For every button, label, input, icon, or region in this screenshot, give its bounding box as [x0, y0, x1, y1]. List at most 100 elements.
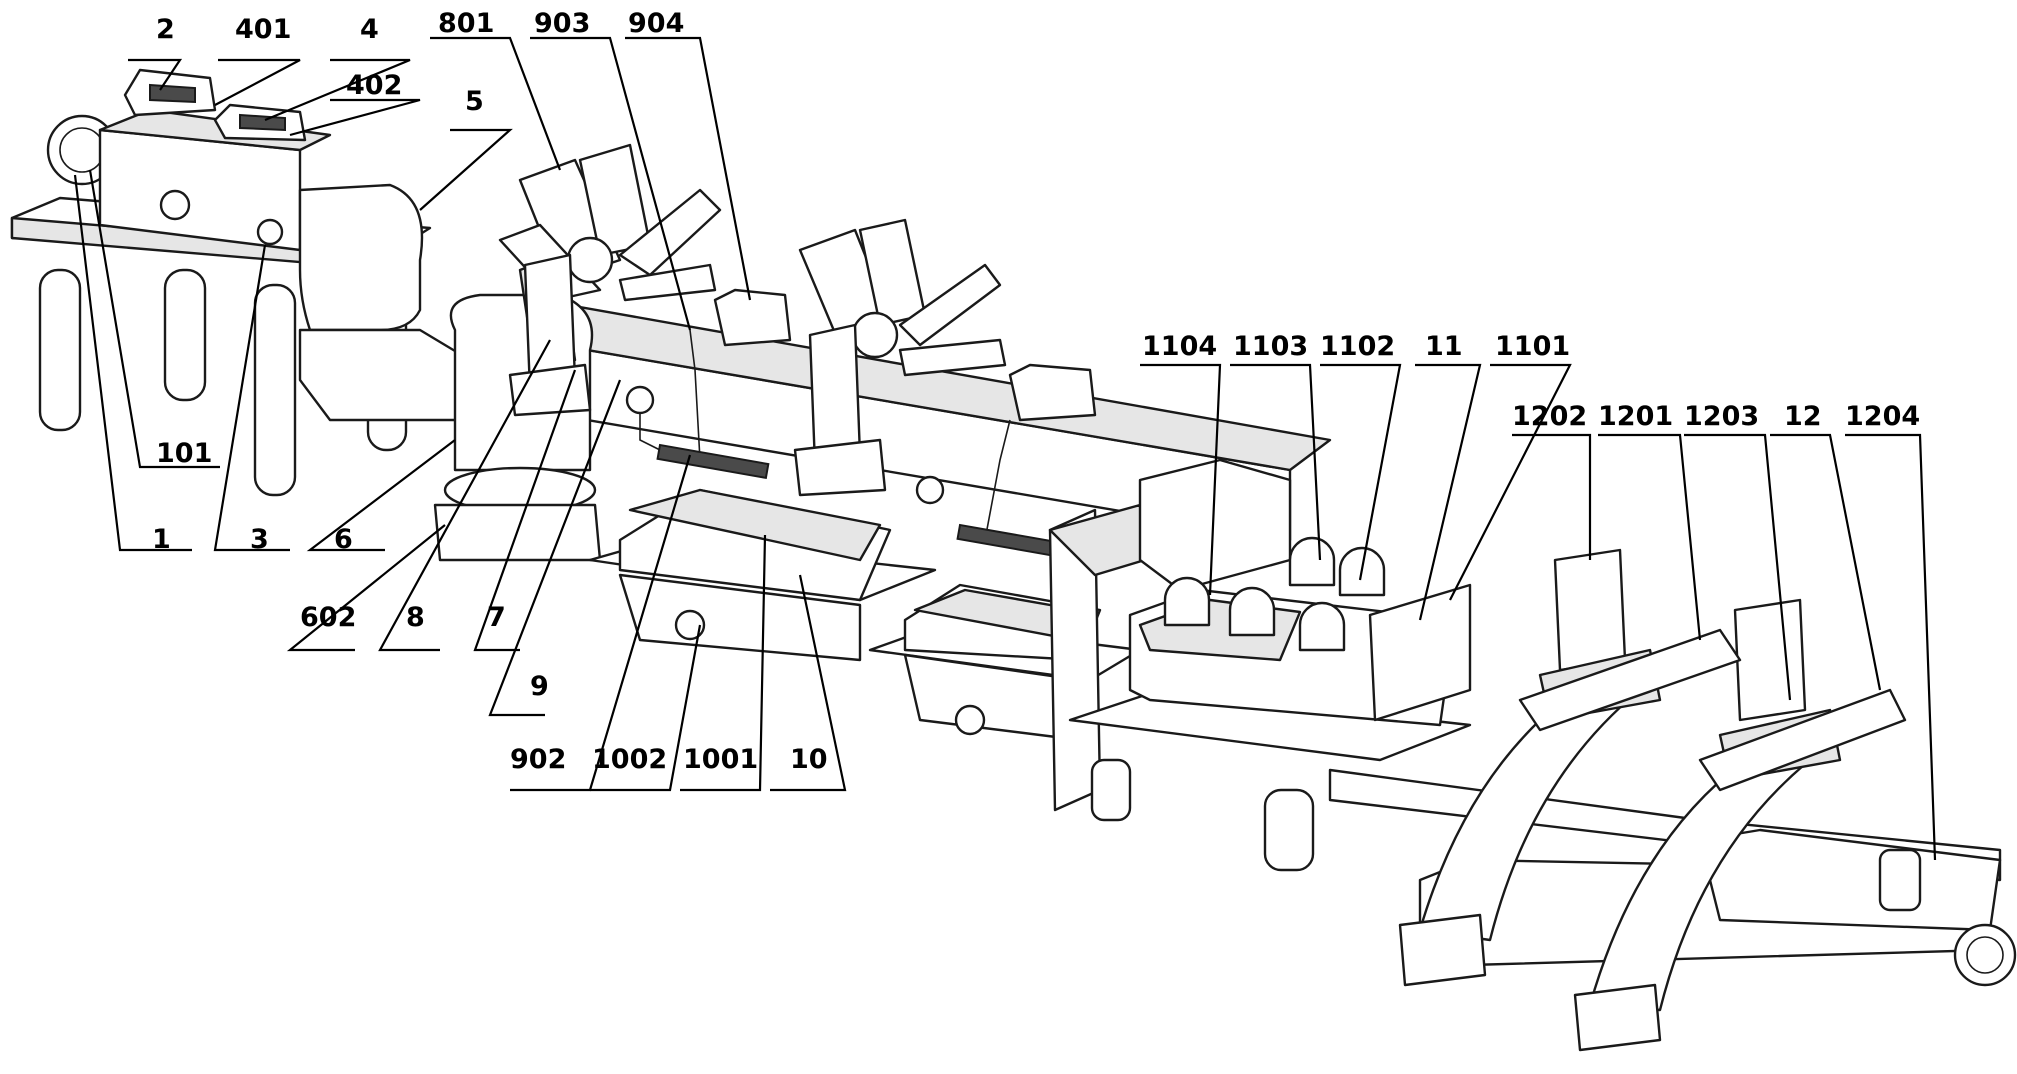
sensor-probe: [915, 475, 945, 505]
label-902: 902: [510, 744, 566, 775]
leader-1: [73, 174, 192, 552]
label-1104: 1104: [1142, 331, 1217, 362]
duct-lower: [298, 328, 472, 422]
fan-hub: [566, 236, 614, 284]
duct-elbow: [298, 183, 424, 332]
duct-5: [298, 183, 472, 422]
leader-602: [286, 524, 446, 652]
label-1: 1: [152, 524, 171, 555]
leader-12: [1770, 433, 1882, 691]
tray-lower: [618, 573, 862, 662]
leader-1103: [1230, 363, 1322, 561]
leader-401: [214, 58, 301, 106]
label-1103: 1103: [1233, 331, 1308, 362]
callout-labels: 2 401 4 801 903 904 402 5 101 1 3 6 602 …: [152, 8, 1920, 775]
valve-knob: [159, 189, 191, 221]
leader-1101: [1449, 363, 1572, 601]
label-9: 9: [530, 671, 549, 702]
drain-port: [954, 704, 986, 736]
label-1002: 1002: [592, 744, 667, 775]
motor-904-body: [713, 288, 792, 347]
label-101: 101: [156, 438, 212, 469]
label-5: 5: [465, 86, 484, 117]
leader-1002: [590, 624, 702, 792]
table-leg: [253, 283, 297, 497]
arch-foot: [1573, 983, 1662, 1052]
fan-hub: [851, 311, 899, 359]
filter-1204: [1878, 848, 1922, 912]
label-12: 12: [1784, 401, 1822, 432]
fan-blade: [618, 263, 717, 302]
station-11: [1068, 536, 1472, 872]
leader-1202: [1512, 433, 1592, 560]
leader-402: [289, 98, 421, 137]
fan-blade: [618, 188, 722, 277]
leader-1001: [680, 534, 767, 792]
center-post: [1048, 503, 1147, 822]
station-plate: [1068, 688, 1472, 762]
leader-lines: [73, 36, 1937, 861]
label-904: 904: [628, 8, 684, 39]
label-2: 2: [156, 14, 175, 45]
label-7: 7: [487, 602, 506, 633]
table-leg: [38, 268, 82, 432]
label-4: 4: [360, 14, 379, 45]
drain-port: [674, 609, 706, 641]
sensor-probe: [625, 385, 655, 415]
label-1202: 1202: [1512, 401, 1587, 432]
arch-foot: [1398, 913, 1487, 987]
tray-10: [588, 488, 937, 662]
label-1203: 1203: [1684, 401, 1759, 432]
leader-904: [625, 36, 752, 301]
leader-9: [488, 379, 622, 717]
station-leg: [1263, 788, 1315, 872]
leader-6: [306, 439, 456, 552]
nozzle-rail-902: [656, 443, 770, 480]
valve-knob: [256, 218, 284, 246]
crossbar-1201: [1518, 628, 1742, 732]
probe-cable: [689, 329, 701, 461]
clamp-ring: [1298, 601, 1346, 652]
label-401: 401: [235, 14, 291, 45]
fan-blade: [898, 338, 1007, 377]
motor-2-grille: [149, 83, 196, 104]
leader-101: [88, 169, 220, 469]
probe-cable: [984, 419, 1011, 541]
leader-7: [473, 369, 577, 652]
fan-support-base: [793, 438, 887, 497]
leader-3: [213, 244, 290, 552]
label-6: 6: [334, 524, 353, 555]
machine-assembly: [10, 68, 2017, 1052]
clamp-ring: [1288, 536, 1336, 587]
label-11: 11: [1425, 331, 1463, 362]
label-903: 903: [534, 8, 590, 39]
clamp-ring: [1228, 586, 1276, 637]
outlet-port: [1953, 923, 2017, 987]
label-8: 8: [406, 602, 425, 633]
leader-2: [128, 58, 183, 91]
motor-box: [1008, 363, 1097, 422]
clamp-ring: [1163, 576, 1211, 627]
leader-903: [530, 36, 692, 331]
sensor-probes: [625, 329, 1070, 560]
label-402: 402: [346, 70, 402, 101]
label-1204: 1204: [1845, 401, 1920, 432]
leader-1201: [1598, 433, 1702, 641]
fan-assembly-right: [793, 218, 1097, 497]
crossbar: [1698, 688, 1907, 792]
motor-904: [713, 288, 792, 347]
fan-assembly-left: [498, 143, 722, 417]
leader-8: [378, 339, 551, 652]
leader-1203: [1684, 433, 1792, 701]
leader-1102: [1320, 363, 1402, 581]
outlet-port-inner: [1966, 936, 2004, 974]
label-1101: 1101: [1495, 331, 1570, 362]
leader-801: [430, 36, 562, 171]
table-leg: [163, 268, 207, 402]
label-3: 3: [250, 524, 269, 555]
post-foot: [1090, 758, 1132, 822]
leader-10: [770, 574, 847, 792]
station-12: [1398, 548, 2017, 1052]
